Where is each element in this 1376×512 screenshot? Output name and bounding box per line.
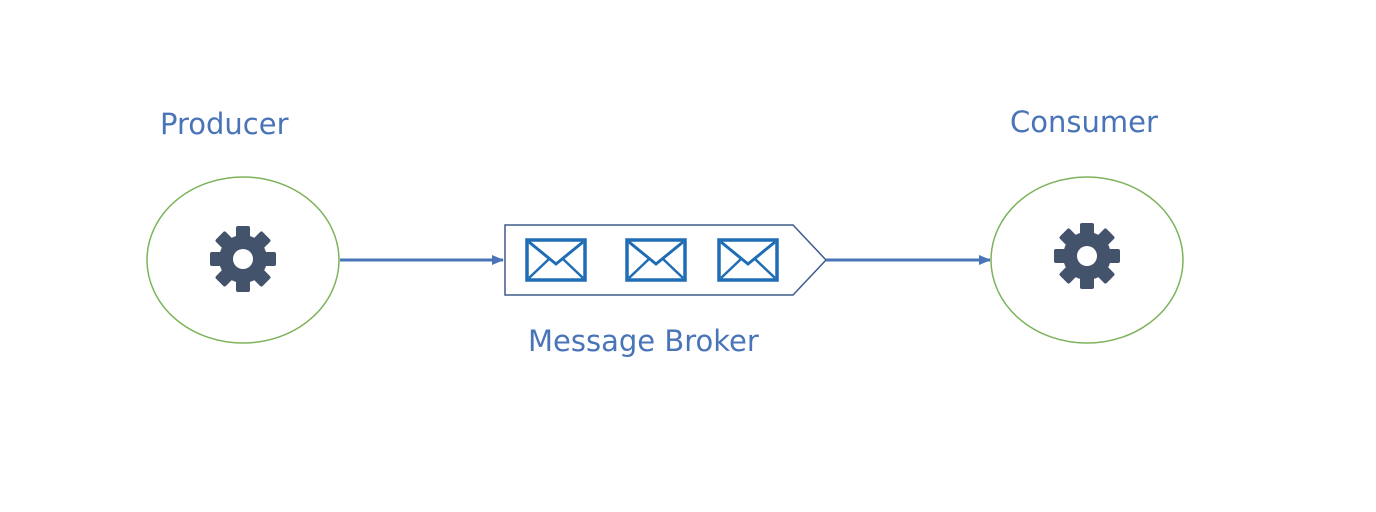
producer-label: Producer [160,107,289,141]
gear-icon [210,226,276,292]
gear-icon [1054,223,1120,289]
envelope-icon [625,238,687,282]
envelope-icon [525,238,587,282]
consumer-label: Consumer [1010,105,1158,139]
producer-node [146,176,340,344]
consumer-node [990,176,1184,344]
envelope-icon [717,238,779,282]
message-broker-label: Message Broker [528,324,759,358]
